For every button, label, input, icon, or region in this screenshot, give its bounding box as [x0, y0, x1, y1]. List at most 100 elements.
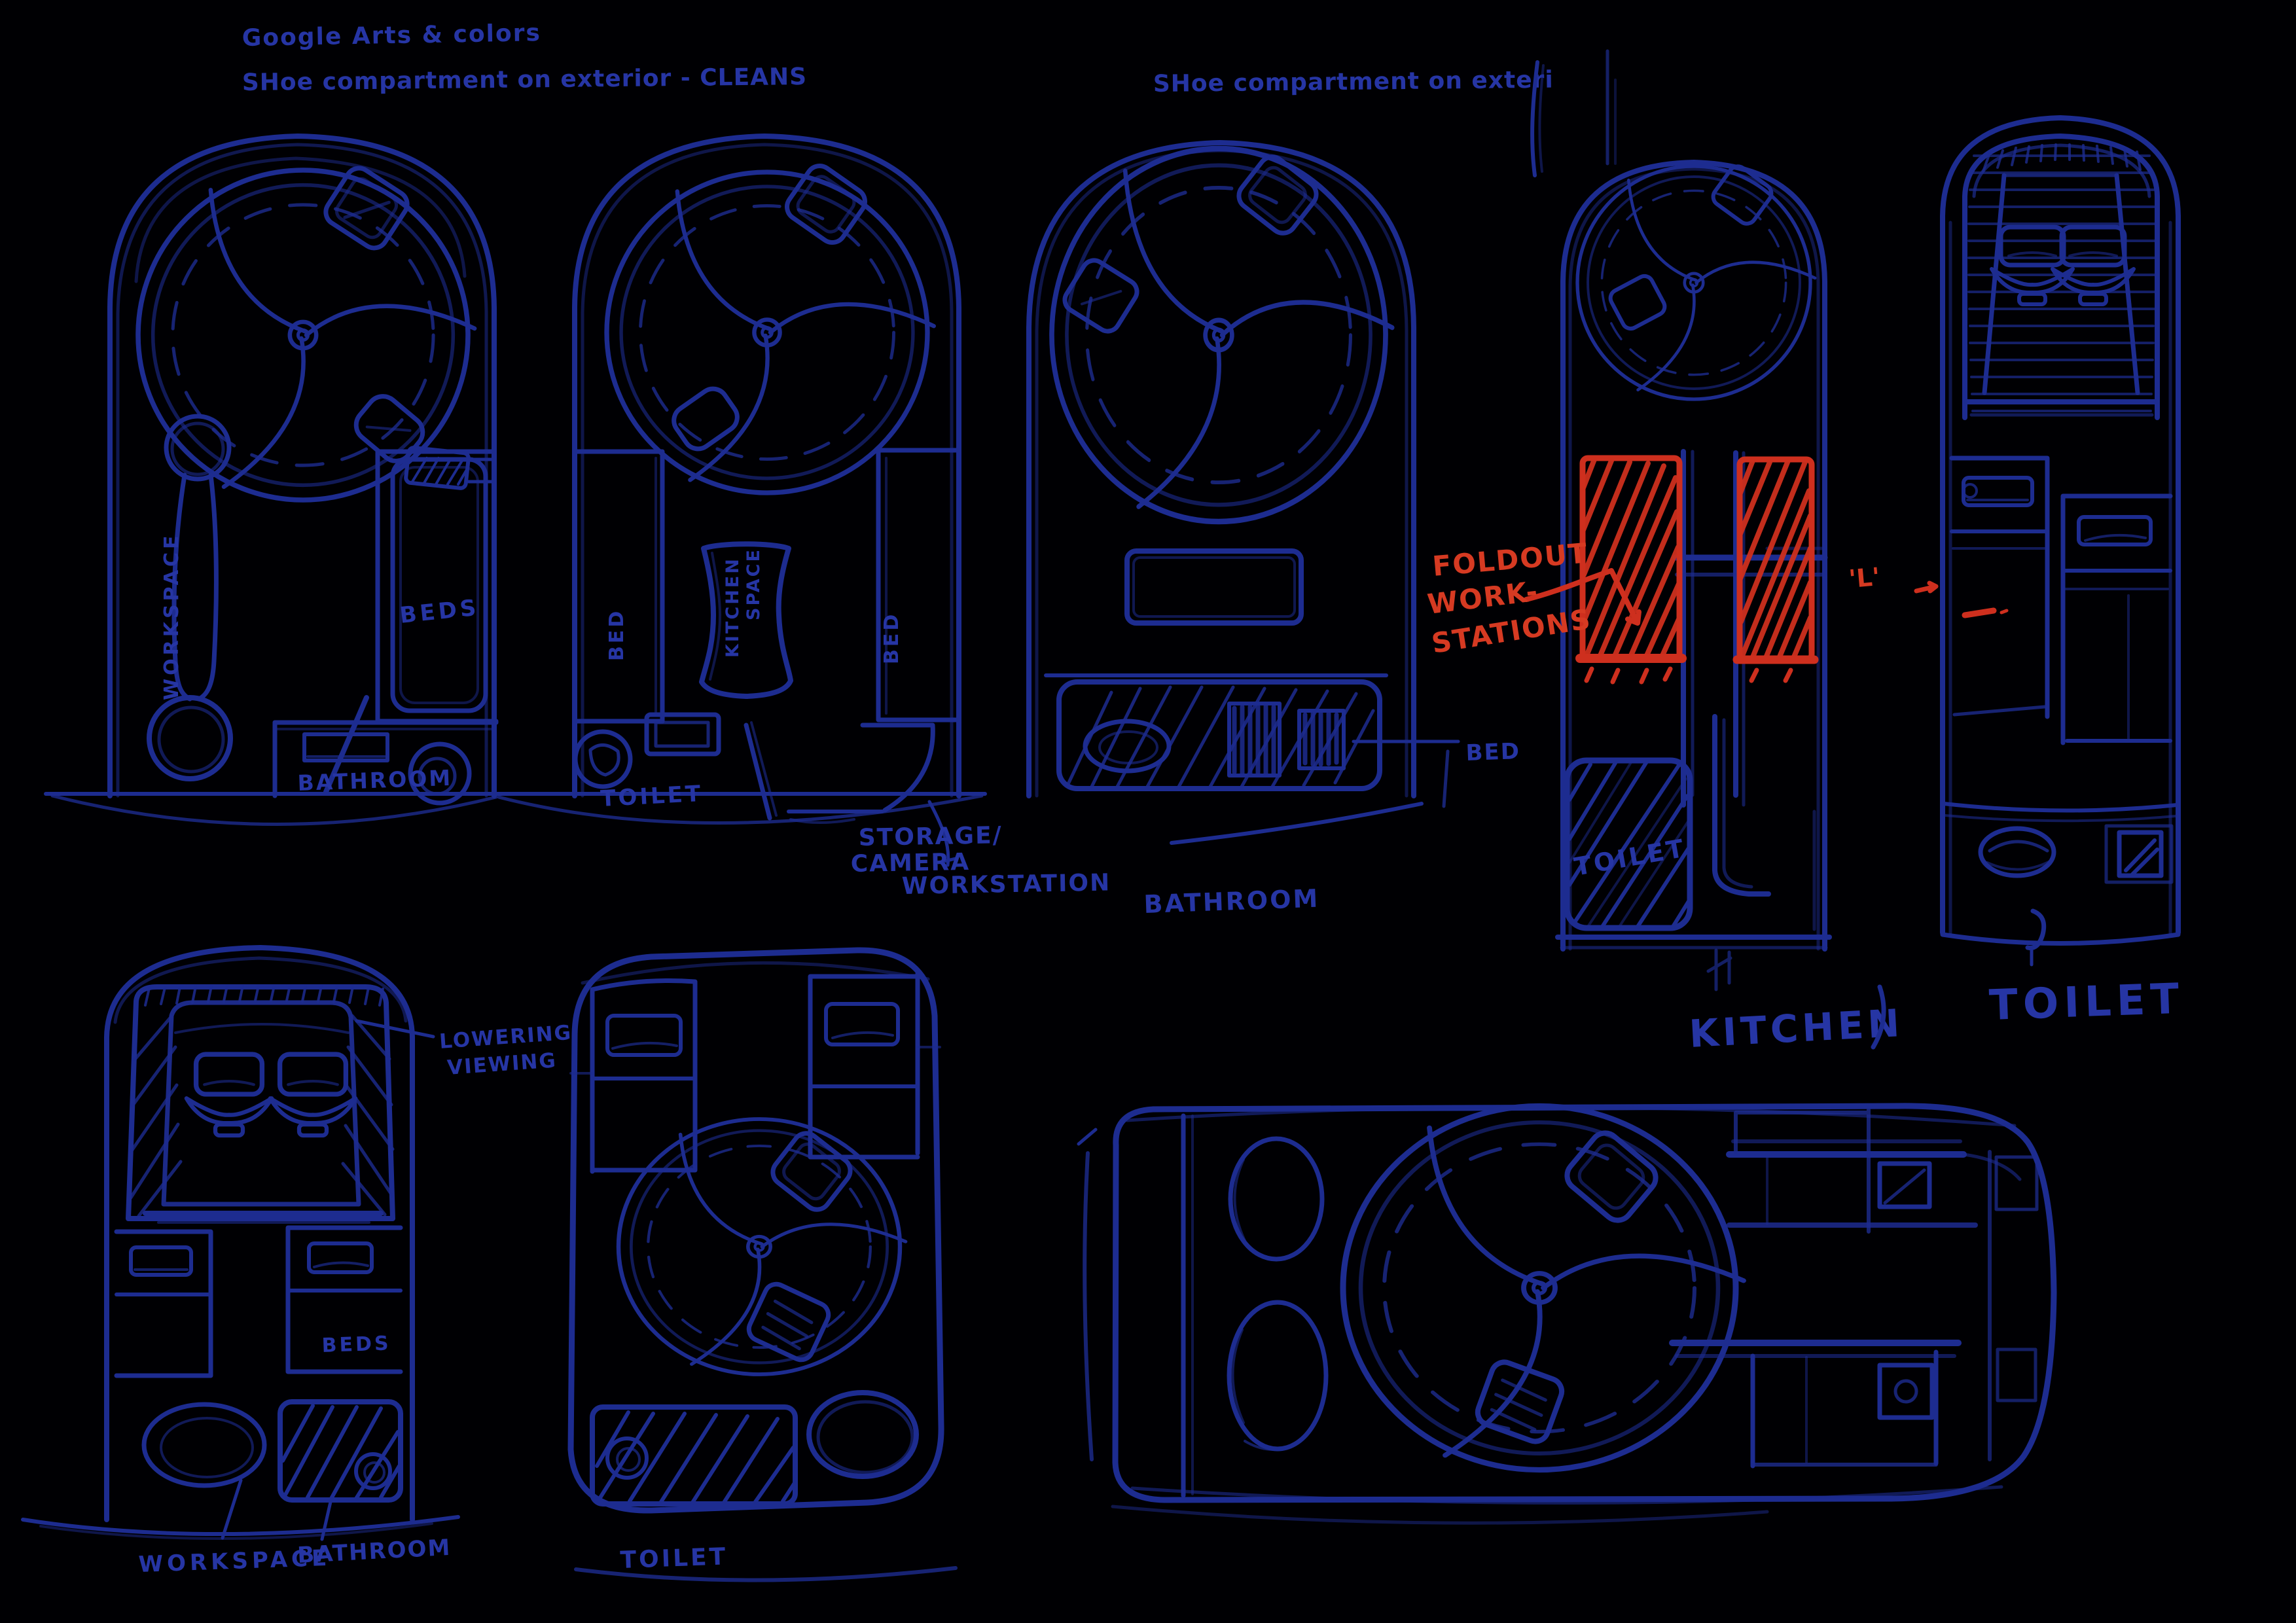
- sketch-pod-5: TOILET: [1940, 115, 2185, 1030]
- pod3-bed-label: BED: [1465, 738, 1521, 766]
- storage-note-line3: WORKSTATION: [901, 869, 1111, 900]
- kitchen-column: [699, 541, 793, 699]
- toilet-bowl-icon: [573, 729, 633, 789]
- hatch-door-icon: [323, 166, 410, 251]
- cabinet-left: [1949, 455, 2050, 719]
- lowering-leader-line: [355, 1019, 435, 1039]
- toilet-hatched-box: [1564, 757, 1693, 931]
- l-mark-note: 'L': [1848, 562, 1881, 594]
- seat-pad-icon: [746, 1281, 831, 1363]
- pod6-bathroom-label: BATHROOM: [296, 1535, 452, 1569]
- pod6-beds-label: BEDS: [321, 1332, 391, 1357]
- pod3-bathroom-label: BATHROOM: [1143, 884, 1320, 919]
- storage-leader-line: [927, 800, 958, 867]
- bed-right: [876, 448, 961, 722]
- viewing-window: [126, 984, 395, 1224]
- hatch-door-icon: [1564, 1130, 1659, 1223]
- lowering-note-line2: VIEWING: [446, 1048, 558, 1080]
- pod7-toilet-label: TOILET: [620, 1543, 728, 1574]
- cabinet-beds: [285, 1225, 403, 1374]
- note-left: SHoe compartment on exterior - CLEANS: [242, 63, 808, 96]
- hatch-door-icon: [1236, 154, 1319, 236]
- bathroom-hatched: [1056, 679, 1382, 791]
- kitchen-counter: [1555, 714, 1832, 991]
- pod2-bed-right-label: BED: [880, 612, 903, 664]
- pod2-bed-left-label: BED: [605, 609, 628, 661]
- sketch-pod-7: TOILET: [567, 947, 958, 1582]
- foldout-workstation-left: [1575, 455, 1687, 685]
- cabinet-top-left: [569, 978, 698, 1174]
- beds-compartment: [375, 449, 499, 724]
- fan-icon: [619, 1119, 906, 1374]
- toilet-floor: [1942, 802, 2179, 967]
- sketch-pod-4: FOLDOUT WORK- STATIONS 'L' TOILET KITCHE…: [1426, 49, 1939, 1056]
- pod1-beds-label: BEDS: [399, 594, 480, 629]
- cabinet-left: [114, 1229, 213, 1378]
- sketch-pod-6: LOWERING VIEWING BEDS WORKSPACE: [21, 945, 573, 1578]
- pod2-kitchen-word2: SPACE: [744, 548, 764, 620]
- storage-note-line1: STORAGE/: [858, 822, 1003, 851]
- top-annotations: Google Arts & colors SHoe compartment on…: [242, 20, 1554, 177]
- shower-block: [1227, 702, 1282, 777]
- fan-icon: [1577, 166, 1815, 399]
- foldout-leader-arrow: [1524, 568, 1641, 626]
- swoosh-line: [1170, 802, 1424, 845]
- pod2-toilet-label: TOILET: [600, 781, 704, 812]
- sketch-pod-3: BED BATHROOM: [1026, 140, 1521, 919]
- ground-shadow: [1111, 1505, 1769, 1525]
- galley-right-edge: [1988, 1150, 2039, 1461]
- bathroom-hatched: [278, 1399, 403, 1541]
- bathtub-icon: [1083, 719, 1172, 774]
- toilet-hatched-box: [590, 1404, 798, 1507]
- toilet-bowl-icon: [354, 1452, 392, 1490]
- stray-stroke: [1530, 60, 1539, 177]
- fan-icon: [607, 172, 934, 493]
- sketch-pod-2: KITCHEN SPACE BED BED TOILET STORAGE/ CA…: [572, 134, 1111, 900]
- cabinet-top-right: [808, 971, 941, 1160]
- bed-left: [572, 449, 665, 724]
- wheel-ovals: [1227, 1136, 1329, 1452]
- seat-pad-icon: [1475, 1359, 1565, 1444]
- workspace-desk: [141, 1402, 267, 1540]
- workspace-dumbbell: [147, 414, 233, 781]
- title-note: Google Arts & colors: [242, 20, 541, 52]
- seat-icon: [270, 1054, 355, 1135]
- galley-top-right: [1726, 1108, 2022, 1234]
- shower-tray-icon: [2117, 830, 2164, 878]
- sink-icon: [408, 741, 472, 806]
- bathroom-area: [272, 695, 499, 806]
- hatch-door-icon: [1608, 274, 1667, 331]
- toilet-block: [1297, 709, 1346, 770]
- fold-bed-table: [1124, 548, 1304, 626]
- seat-icon: [187, 1054, 272, 1135]
- pod5-toilet-label: TOILET: [1988, 975, 2185, 1030]
- cabinet-right: [2060, 493, 2173, 745]
- sketch-pod-1: WORKSPACE BEDS BATHROOM: [107, 134, 499, 806]
- pod1-workspace-label: WORKSPACE: [160, 532, 183, 700]
- foldout-note-line1: FOLDOUT: [1431, 537, 1590, 582]
- pod1-bathroom-label: BATHROOM: [297, 765, 453, 796]
- hatch-door-icon: [770, 1131, 853, 1212]
- toilet-area: [573, 712, 935, 824]
- sink-icon: [1978, 826, 2056, 878]
- pod2-kitchen-word1: KITCHEN: [723, 557, 743, 658]
- note-right: SHoe compartment on exteri: [1153, 67, 1554, 98]
- viewing-screen: [1962, 134, 2160, 420]
- hatch-door-icon: [1062, 258, 1139, 334]
- sketch-pod-8: [1077, 1103, 2057, 1525]
- tub-oval: [806, 1390, 919, 1479]
- fan-icon: [1343, 1106, 1744, 1470]
- hatch-door-icon: [785, 163, 867, 245]
- foldout-workstation-right: [1732, 456, 1819, 683]
- toilet-bowl-icon: [605, 1436, 649, 1480]
- hatch-door-icon: [1711, 164, 1774, 226]
- small-red-arrow: [1914, 580, 1939, 594]
- galley-bottom-right: [1669, 1340, 1962, 1469]
- kitchen-label-tail: [1871, 984, 1886, 1050]
- fan-icon: [1052, 149, 1392, 522]
- red-dash-mark: [1962, 607, 1997, 618]
- ground-line-top-row: [44, 792, 987, 826]
- storage-note-line2: CAMERA: [850, 849, 970, 878]
